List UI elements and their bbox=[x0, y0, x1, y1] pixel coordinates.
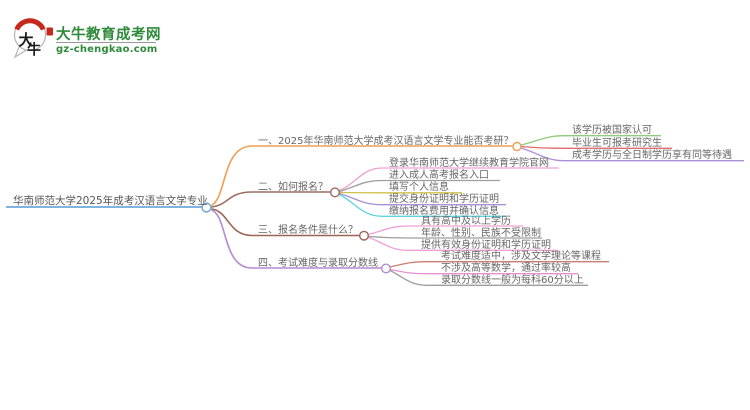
logo-red-arc bbox=[14, 18, 46, 31]
branch2-child4-label: 提交身份证明和学历证明 bbox=[389, 194, 499, 206]
branch2-child3-label: 填写个人信息 bbox=[389, 182, 449, 194]
logo-title: 大牛教育成考网 bbox=[56, 27, 161, 43]
branch2-child1-label: 登录华南师范大学继续教育学院官网 bbox=[389, 157, 549, 169]
branch2-child2-line bbox=[339, 179, 500, 193]
branch1-line bbox=[211, 145, 513, 207]
logo-icon: 大 牛 bbox=[13, 18, 53, 59]
branch1-child1-line bbox=[520, 135, 661, 146]
branch1-child2-label: 毕业生可报考研究生 bbox=[572, 137, 662, 149]
branch3-child2-label: 年龄、性别、民族不受限制 bbox=[421, 227, 541, 239]
branch4-child3-line bbox=[389, 269, 588, 286]
branch4-line bbox=[211, 209, 382, 269]
branch1-child2-line bbox=[520, 145, 672, 149]
branch2-child5-label: 缴纳报名费用并确认信息 bbox=[389, 205, 499, 217]
logo-char-top: 大 bbox=[19, 31, 34, 49]
branch4-child1-line bbox=[390, 261, 609, 268]
branch3-node-circle bbox=[359, 230, 370, 241]
branch3-child2-line bbox=[368, 235, 542, 239]
branch2-child5-line bbox=[339, 193, 506, 217]
branch1-child3-label: 成考学历与全日制学历享有同等待遇 bbox=[572, 150, 732, 162]
branch2-child2-label: 进入成人高考报名入口 bbox=[389, 170, 489, 181]
branch4-node-circle bbox=[381, 263, 392, 274]
branch4-child2-label: 不涉及高等数学，通过率较高 bbox=[441, 263, 571, 275]
branch3-child3-line bbox=[368, 236, 558, 251]
branch3-child1-line bbox=[368, 225, 523, 236]
branch2-child1-line bbox=[339, 167, 559, 192]
branch3-line bbox=[211, 208, 360, 237]
branch4-label: 四、考试难度与录取分数线 bbox=[258, 257, 378, 269]
branch1-child3-line bbox=[520, 147, 744, 162]
branch1-label: 一、2025年华南师范大学成考汉语言文学专业能否考研？ bbox=[258, 135, 514, 147]
branch2-child4-line bbox=[339, 192, 506, 206]
branch1-child1-label: 该学历被国家认可 bbox=[572, 125, 652, 137]
branch3-child1-label: 具有高中及以上学历 bbox=[421, 215, 511, 227]
logo-seal bbox=[46, 27, 53, 36]
logo-url: gz-chengkao.com bbox=[56, 44, 158, 55]
branch4-child3-label: 录取分数线一般为每科60分以上 bbox=[441, 274, 584, 286]
branch4-child1-label: 考试难度适中，涉及文学理论等课程 bbox=[441, 251, 601, 263]
root-label: 华南师范大学2025年成考汉语言文学专业 bbox=[13, 194, 208, 207]
branch2-line bbox=[211, 191, 331, 208]
branch3-child3-label: 提供有效身份证明和学历证明 bbox=[421, 239, 551, 251]
logo-char-bottom: 牛 bbox=[27, 42, 41, 59]
logo-divider bbox=[56, 41, 156, 43]
root-node-circle bbox=[201, 202, 212, 213]
branch1-node-circle bbox=[512, 141, 522, 152]
branch2-label: 二、如何报名？ bbox=[258, 181, 328, 193]
branch4-child2-line bbox=[390, 268, 578, 275]
branch2-node-circle bbox=[330, 187, 341, 198]
branch3-label: 三、报名条件是什么？ bbox=[258, 225, 358, 236]
